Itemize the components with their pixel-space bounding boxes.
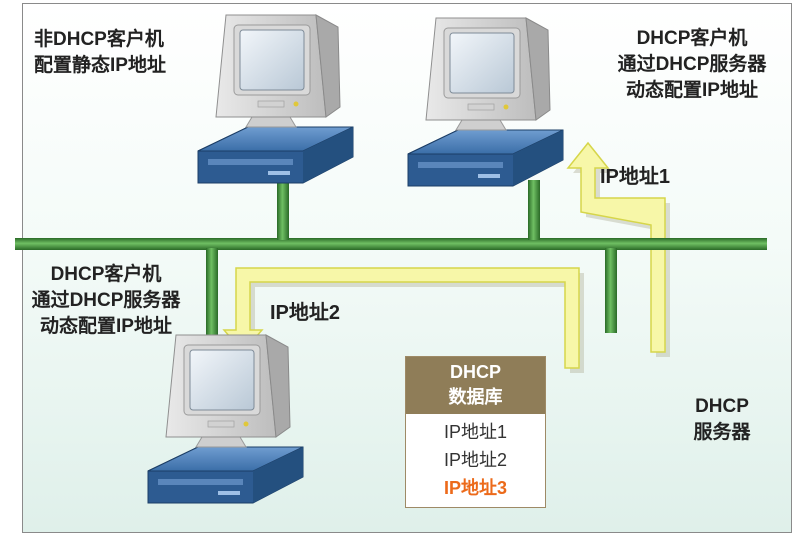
drop-server — [605, 248, 617, 333]
database-header-line2: 数据库 — [448, 387, 503, 407]
drop-static-client — [277, 172, 289, 240]
database-header: DHCP 数据库 — [406, 357, 545, 414]
computer-icon — [147, 334, 304, 504]
database-row: IP地址2 — [443, 450, 508, 470]
dhcp-client-left-line1: DHCP客户机 — [50, 264, 162, 285]
database-row: IP地址1 — [443, 422, 508, 442]
network-backbone — [15, 238, 767, 250]
computer-icon — [197, 14, 354, 184]
database-header-line1: DHCP — [449, 362, 501, 382]
dhcp-server-line1: DHCP — [695, 396, 749, 417]
ip2-arrow — [229, 273, 584, 373]
drop-top-client — [528, 180, 540, 240]
static-client-label: 非DHCP客户机 配置静态IP地址 — [34, 27, 166, 79]
database-row-highlighted: IP地址3 — [443, 478, 508, 498]
dhcp-database: DHCP 数据库 IP地址1 IP地址2 IP地址3 — [405, 356, 546, 508]
static-client-line2: 配置静态IP地址 — [34, 55, 166, 76]
dhcp-server-label: DHCP 服务器 — [682, 394, 762, 446]
dhcp-client-top-label: DHCP客户机 通过DHCP服务器 动态配置IP地址 — [606, 26, 778, 104]
static-client-line1: 非DHCP客户机 — [34, 29, 164, 50]
ip2-arrow-label: IP地址2 — [270, 302, 341, 324]
computer-icon — [407, 17, 564, 187]
dhcp-client-top-line3: 动态配置IP地址 — [626, 80, 758, 101]
ip1-arrow-label: IP地址1 — [600, 166, 671, 188]
dhcp-client-left-line3: 动态配置IP地址 — [40, 316, 172, 337]
dhcp-client-top-line2: 通过DHCP服务器 — [617, 54, 767, 75]
dhcp-server-line2: 服务器 — [693, 422, 751, 443]
dhcp-client-left-line2: 通过DHCP服务器 — [31, 290, 181, 311]
dhcp-client-top-line1: DHCP客户机 — [636, 28, 748, 49]
dhcp-client-left-label: DHCP客户机 通过DHCP服务器 动态配置IP地址 — [20, 262, 192, 340]
drop-left-client — [206, 248, 218, 358]
